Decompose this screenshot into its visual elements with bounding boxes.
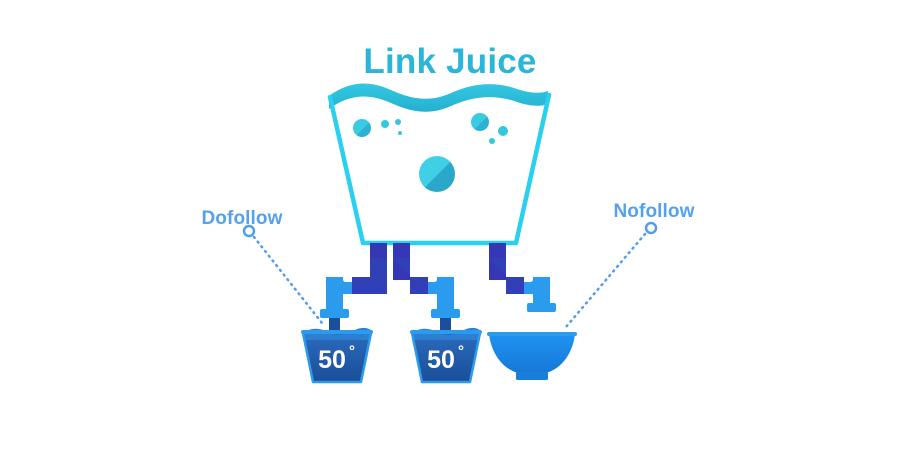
bucket-unit: ° [458, 343, 464, 360]
bucket-unit: ° [349, 343, 355, 360]
reservoir-water-band [329, 83, 548, 112]
bubble [471, 113, 489, 131]
bubble [498, 126, 508, 136]
bucket-body [303, 332, 371, 382]
dofollow-leader-line [252, 235, 324, 325]
bubble [395, 119, 401, 125]
bubble [353, 119, 371, 137]
nofollow-callout: Nofollow [564, 201, 695, 329]
pipe-collar [320, 309, 349, 318]
pipe-elbow-dark [489, 258, 524, 294]
reservoir-outlet-stubs [370, 243, 506, 265]
dofollow-label: Dofollow [201, 208, 282, 229]
bucket-outline [410, 332, 482, 384]
dofollow-bucket-left: 50 ° [301, 327, 373, 384]
bubble [381, 120, 389, 128]
pipe-collar [431, 309, 460, 318]
bowl-foot [516, 372, 548, 380]
nofollow-leader-line [564, 232, 647, 329]
dofollow-callout: Dofollow [201, 208, 324, 325]
nofollow-bowl [487, 332, 577, 380]
pipe-elbow-dark [352, 258, 387, 294]
nofollow-marker-icon [644, 221, 658, 235]
bucket-value: 50 [427, 346, 455, 374]
pipe-descent-light [437, 277, 454, 318]
bowl-body [489, 334, 575, 375]
pipe-assembly-nofollow [489, 258, 556, 312]
reservoir-outline [327, 92, 552, 246]
pipe-descent-light [326, 277, 343, 318]
reservoir-bubbles [353, 113, 508, 192]
dofollow-bucket-right: 50 ° [410, 327, 482, 384]
bubble [398, 131, 402, 135]
bubble [489, 138, 495, 144]
nofollow-label: Nofollow [613, 201, 694, 222]
link-juice-reservoir [327, 83, 552, 246]
dofollow-marker-icon [242, 224, 256, 238]
pipe-elbow-dark [393, 258, 428, 294]
bubble-large [419, 156, 455, 192]
bucket-value: 50 [318, 346, 346, 374]
bucket-body [412, 332, 480, 382]
page-title: Link Juice [363, 42, 536, 81]
bucket-outline [301, 332, 373, 384]
pipe-collar [527, 303, 556, 312]
